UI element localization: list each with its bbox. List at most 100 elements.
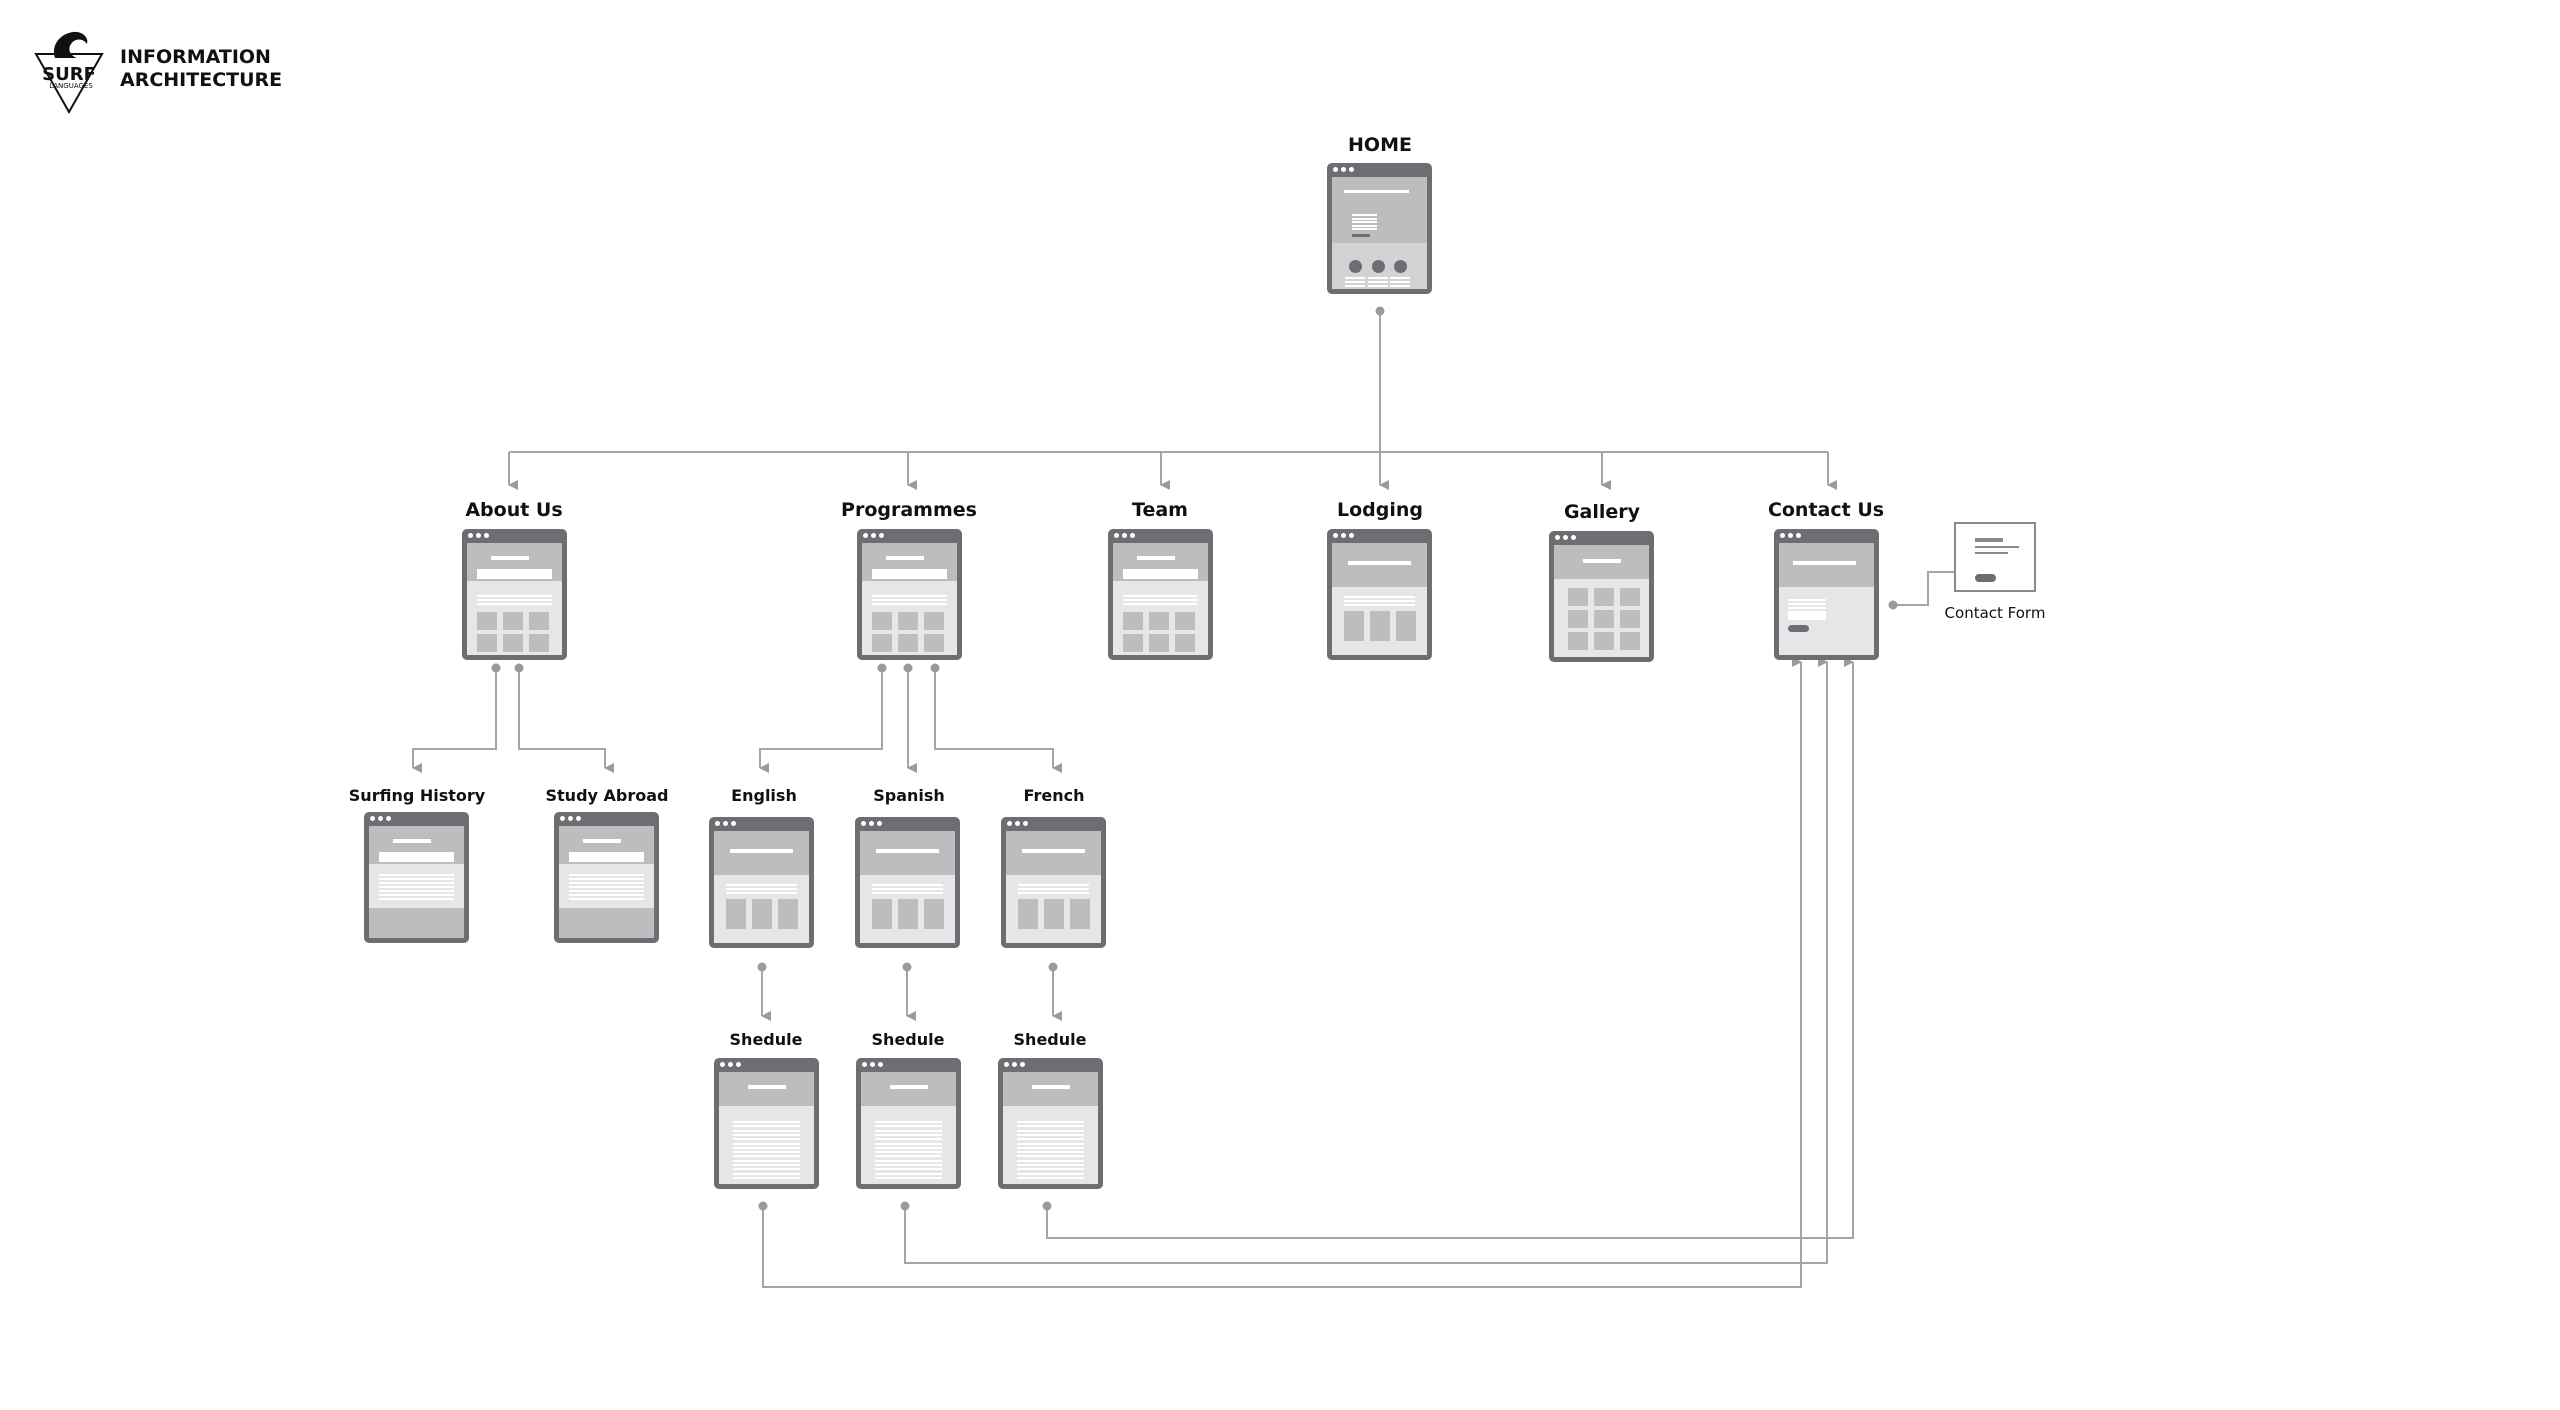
page-about-us[interactable] bbox=[462, 529, 567, 660]
page-home[interactable] bbox=[1327, 163, 1432, 294]
page-spanish[interactable] bbox=[855, 817, 960, 948]
gallery-tile bbox=[1620, 610, 1640, 628]
gallery-tile bbox=[1568, 610, 1588, 628]
title-line-2: ARCHITECTURE bbox=[120, 69, 283, 91]
hero-text-line bbox=[1352, 224, 1377, 227]
text-line bbox=[379, 878, 454, 880]
page-team[interactable] bbox=[1108, 529, 1213, 660]
schedule-row-line bbox=[875, 1142, 942, 1145]
logo-text: SURF bbox=[42, 64, 96, 85]
window-dots-icon bbox=[1333, 167, 1354, 172]
gallery-tile bbox=[1568, 588, 1588, 606]
hero-title-line bbox=[748, 1085, 786, 1089]
column-tile bbox=[1044, 899, 1064, 929]
window-dots-icon bbox=[1780, 533, 1801, 538]
page-english[interactable] bbox=[709, 817, 814, 948]
label-study-abroad: Study Abroad bbox=[545, 786, 669, 805]
page-hero bbox=[1003, 1072, 1098, 1106]
text-line bbox=[726, 892, 797, 894]
window-dots-icon bbox=[370, 816, 391, 821]
schedule-row-line bbox=[875, 1176, 942, 1179]
caption-line bbox=[1345, 281, 1365, 283]
schedule-row-line bbox=[733, 1142, 800, 1145]
form-text-line bbox=[1975, 546, 2019, 548]
grid-tile bbox=[529, 634, 549, 652]
page-screen bbox=[1332, 543, 1427, 655]
caption-line bbox=[1345, 277, 1365, 279]
hero-text-line bbox=[1352, 217, 1377, 220]
contact-form-card[interactable] bbox=[1954, 522, 2036, 592]
page-screen bbox=[1332, 177, 1427, 289]
label-english-shedule: Shedule bbox=[729, 1030, 803, 1049]
spanish-connector-dot bbox=[902, 962, 912, 972]
form-title-line bbox=[1975, 538, 2003, 542]
window-dots-icon bbox=[1555, 535, 1576, 540]
window-dots-icon bbox=[1004, 1062, 1025, 1067]
caption-line bbox=[1390, 281, 1410, 283]
schedule-row-line bbox=[875, 1168, 942, 1171]
window-dots-icon bbox=[1114, 533, 1135, 538]
schedule-row-line bbox=[1017, 1146, 1084, 1149]
english-shedule-dot bbox=[758, 1201, 768, 1211]
text-line bbox=[1018, 884, 1089, 886]
text-line bbox=[726, 884, 797, 886]
schedule-row-line bbox=[1017, 1151, 1084, 1154]
grid-tile bbox=[1149, 634, 1169, 652]
page-banner bbox=[477, 569, 552, 579]
logo-triangle bbox=[34, 53, 104, 114]
column-tile bbox=[1070, 899, 1090, 929]
schedule-row-line bbox=[733, 1164, 800, 1166]
caption-line bbox=[1345, 285, 1365, 287]
column-tile bbox=[726, 899, 746, 929]
text-line bbox=[379, 894, 454, 896]
text-line bbox=[379, 882, 454, 884]
gallery-tile bbox=[1594, 632, 1614, 650]
gallery-tile bbox=[1594, 588, 1614, 606]
page-gallery[interactable] bbox=[1549, 531, 1654, 662]
page-screen bbox=[369, 826, 464, 938]
page-french-shedule[interactable] bbox=[998, 1058, 1103, 1189]
page-spanish-shedule[interactable] bbox=[856, 1058, 961, 1189]
grid-tile bbox=[529, 612, 549, 630]
page-lodging[interactable] bbox=[1327, 529, 1432, 660]
page-french[interactable] bbox=[1001, 817, 1106, 948]
page-surfing-history[interactable] bbox=[364, 812, 469, 943]
page-english-shedule[interactable] bbox=[714, 1058, 819, 1189]
programmes-connector-dot bbox=[903, 663, 913, 673]
hero-text-line bbox=[1352, 214, 1377, 216]
schedule-row-line bbox=[733, 1125, 800, 1128]
column-tile bbox=[778, 899, 798, 929]
schedule-row-line bbox=[1017, 1138, 1084, 1141]
page-study-abroad[interactable] bbox=[554, 812, 659, 943]
schedule-row-line bbox=[875, 1129, 942, 1132]
hero-title-line bbox=[582, 839, 621, 843]
label-french: French bbox=[1023, 786, 1085, 805]
window-dots-icon bbox=[468, 533, 489, 538]
schedule-row-line bbox=[875, 1172, 942, 1175]
window-dots-icon bbox=[560, 816, 581, 821]
gallery-tile bbox=[1594, 610, 1614, 628]
label-spanish: Spanish bbox=[873, 786, 945, 805]
column-tile bbox=[898, 899, 918, 929]
page-hero bbox=[860, 831, 955, 875]
page-screen bbox=[1779, 543, 1874, 655]
gallery-tile bbox=[1620, 588, 1640, 606]
spanish-shedule-dot bbox=[900, 1201, 910, 1211]
arrow-to-surfing-history bbox=[412, 668, 497, 773]
schedule-row-line bbox=[875, 1125, 942, 1128]
grid-tile bbox=[898, 612, 918, 630]
page-programmes[interactable] bbox=[857, 529, 962, 660]
column-tile bbox=[1396, 611, 1416, 641]
text-line bbox=[379, 874, 454, 876]
text-line bbox=[379, 898, 454, 900]
hero-title-line bbox=[1136, 556, 1175, 560]
page-screen bbox=[559, 826, 654, 938]
page-contact-us[interactable] bbox=[1774, 529, 1879, 660]
schedule-row-line bbox=[733, 1133, 800, 1136]
gallery-tile bbox=[1568, 632, 1588, 650]
text-line bbox=[477, 599, 552, 601]
schedule-row-line bbox=[733, 1159, 800, 1162]
schedule-row-line bbox=[1017, 1133, 1084, 1136]
schedule-row-line bbox=[733, 1121, 800, 1123]
page-hero bbox=[1332, 543, 1427, 587]
